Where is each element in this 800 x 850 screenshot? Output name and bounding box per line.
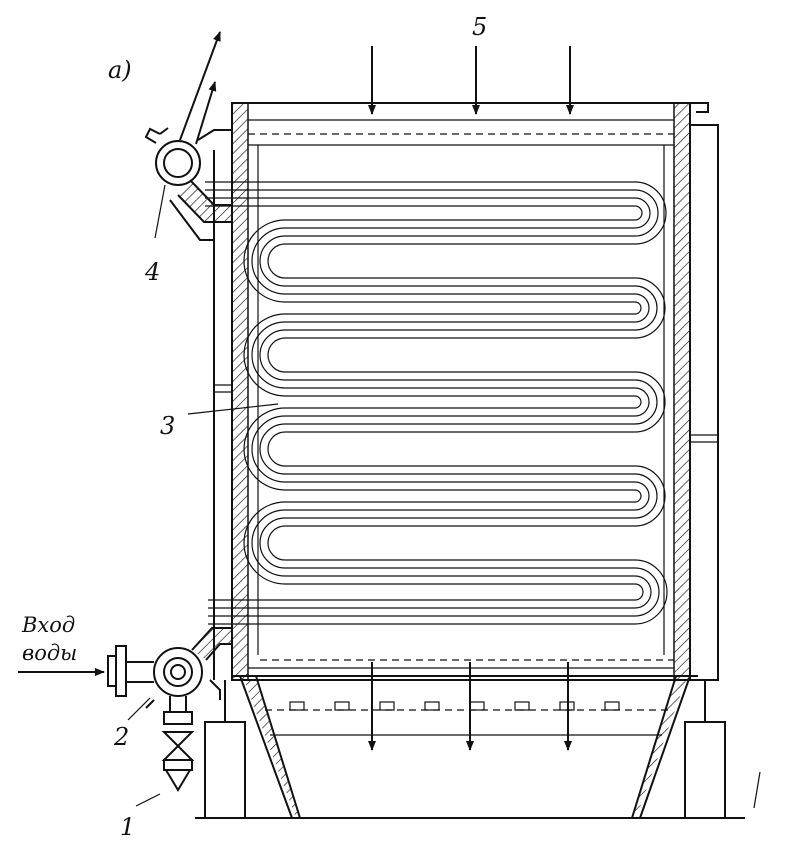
leader-2	[127, 697, 151, 721]
water-inlet-label-line1: Вход	[21, 613, 75, 637]
valve	[145, 696, 195, 792]
outlet-hopper	[232, 675, 698, 819]
callout-4: 4	[144, 258, 160, 286]
leader-3	[187, 403, 279, 415]
callout-5: 5	[472, 13, 487, 41]
panel-label: a)	[108, 56, 132, 84]
inlet-header	[107, 627, 232, 700]
right-support-leg	[684, 721, 726, 819]
left-support-leg	[204, 721, 246, 819]
water-inlet-label-line2: воды	[22, 641, 77, 665]
outlet-arrow-1	[179, 31, 221, 141]
serpentine-coil	[205, 181, 668, 625]
leader-4	[154, 184, 166, 239]
callout-1: 1	[120, 813, 135, 841]
callout-2: 2	[113, 723, 129, 751]
outlet-header	[144, 127, 232, 241]
hopper-grate	[289, 701, 620, 711]
leader-1	[135, 793, 161, 807]
callout-3: 3	[160, 412, 175, 440]
outlet-arrow-2	[195, 81, 217, 145]
